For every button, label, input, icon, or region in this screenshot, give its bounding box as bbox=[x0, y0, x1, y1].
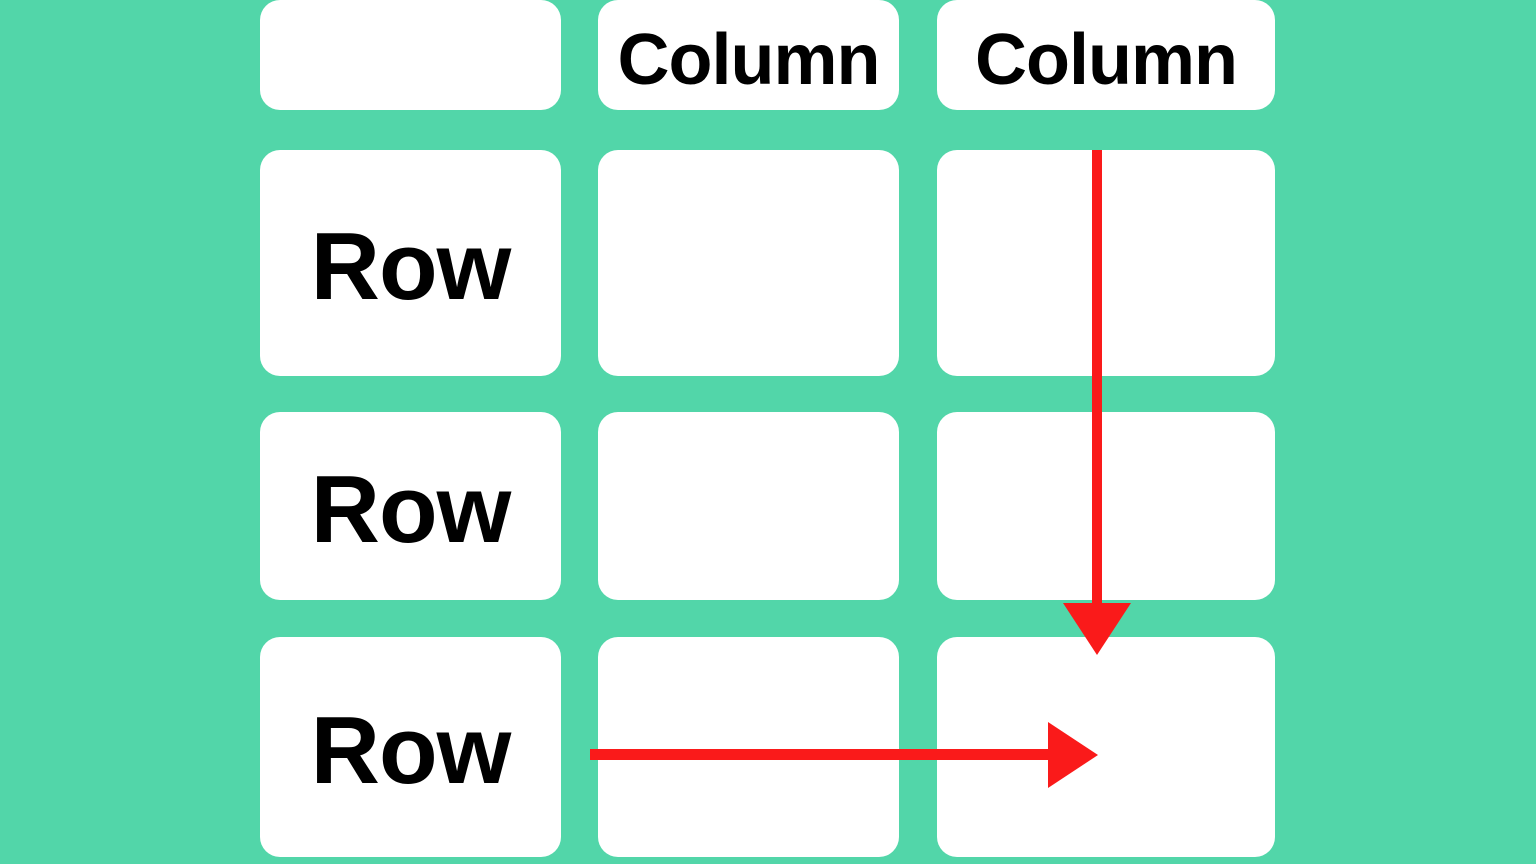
column-header-label: Column bbox=[975, 20, 1238, 100]
row-direction-arrow-line bbox=[590, 749, 1050, 760]
table-corner-cell bbox=[260, 0, 561, 110]
column-header-label: Column bbox=[617, 20, 881, 100]
arrow-down-icon bbox=[1063, 603, 1131, 655]
arrow-right-icon bbox=[1048, 722, 1098, 788]
data-cell bbox=[598, 150, 899, 376]
row-header-label: Row bbox=[310, 456, 512, 563]
column-header-cell-1: Column bbox=[598, 0, 899, 110]
data-cell bbox=[937, 637, 1275, 857]
row-header-label: Row bbox=[310, 213, 512, 320]
column-direction-arrow-line bbox=[1092, 150, 1102, 605]
data-cell bbox=[937, 150, 1275, 376]
row-header-cell-2: Row bbox=[260, 412, 561, 600]
data-cell bbox=[598, 637, 899, 857]
data-cell bbox=[598, 412, 899, 600]
column-header-cell-2: Column bbox=[937, 0, 1275, 110]
data-cell bbox=[937, 412, 1275, 600]
row-header-label: Row bbox=[310, 697, 512, 804]
row-header-cell-3: Row bbox=[260, 637, 561, 857]
row-header-cell-1: Row bbox=[260, 150, 561, 376]
